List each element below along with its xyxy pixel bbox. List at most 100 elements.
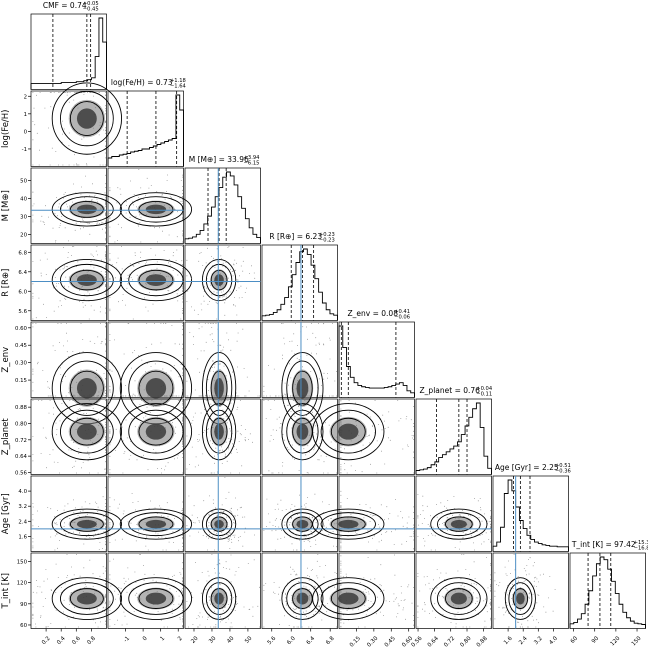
panel-t-int-k-vs-z-env — [312, 552, 415, 629]
contour-2 — [201, 403, 237, 461]
x-axis-cmf: 0.20.40.60.8CMF — [41, 628, 97, 646]
hist-title-minus: −6.15 — [244, 161, 260, 167]
contour-1 — [320, 582, 376, 615]
hist-steps — [338, 325, 415, 398]
density-peak — [296, 423, 309, 440]
density-peak — [214, 423, 224, 440]
hist-title-plus: +15.35 — [634, 540, 648, 546]
density-peak — [76, 108, 97, 129]
hist-title-minus: −0.23 — [319, 238, 335, 244]
y-axis-r-r: 5.66.06.46.8R [R⊕] — [1, 250, 31, 315]
hist-title-minus: −0.11 — [476, 392, 492, 398]
contour-1 — [436, 512, 481, 537]
contour-1 — [59, 409, 114, 454]
contour-1 — [128, 409, 184, 454]
y-axis-label: R [R⊕] — [1, 269, 11, 297]
x-tick-label: 0.80 — [459, 635, 472, 648]
panel-frame — [30, 244, 107, 321]
contour-1 — [205, 582, 233, 615]
panel-frame — [415, 475, 492, 552]
y-tick-label: 1 — [24, 112, 27, 118]
density-peak — [76, 519, 97, 529]
y-tick-label: 150 — [17, 559, 28, 565]
x-tick-label: 1.6 — [503, 635, 514, 646]
contour-0 — [69, 417, 104, 446]
contour-0 — [138, 516, 174, 532]
x-tick-label: 0.56 — [411, 635, 424, 648]
scatter-points — [32, 92, 106, 166]
x-tick-label: 0.64 — [427, 635, 440, 648]
contour-1 — [508, 582, 533, 615]
hist-frame — [338, 321, 415, 398]
contour-1 — [205, 409, 233, 454]
contour-2 — [119, 403, 193, 461]
y-tick-label: 6.8 — [18, 250, 27, 256]
contour-0 — [138, 417, 174, 446]
density-peak — [214, 592, 224, 605]
panel-t-int-k-vs-r-r — [261, 552, 338, 629]
hist-title: T_int [K] = 97.42 — [571, 540, 636, 549]
contour-2 — [119, 259, 193, 302]
y-tick-label: 6.0 — [18, 289, 27, 295]
hist-panel-z-env: Z_env = 0.08+0.41−0.06 — [338, 309, 415, 398]
contour-0 — [210, 370, 228, 406]
hist-title: Age [Gyr] = 2.25 — [495, 463, 559, 472]
hist-steps — [492, 479, 569, 552]
x-tick-label: 120 — [610, 635, 622, 647]
y-tick-label: 20 — [20, 233, 27, 239]
y-axis-z-planet: 0.560.640.720.800.88Z_planet — [1, 405, 31, 476]
panel-log-fe-h-vs-cmf — [30, 82, 123, 167]
contour-0 — [210, 269, 228, 291]
contour-0 — [138, 269, 174, 291]
contour-0 — [138, 370, 174, 406]
density-peak — [296, 519, 309, 529]
contour-1 — [320, 409, 376, 454]
y-tick-label: 0.30 — [15, 361, 28, 367]
hist-title-minus: −0.06 — [394, 315, 410, 321]
x-axis-r-r: 5.66.06.46.8R [R⊕] — [267, 628, 336, 646]
contour-2 — [430, 508, 488, 540]
contour-1 — [59, 360, 114, 416]
panel-z-planet-vs-cmf — [30, 398, 123, 475]
y-tick-label: 0.72 — [15, 438, 27, 444]
panel-r-r-vs-m-m — [184, 244, 261, 321]
y-tick-label: 60 — [20, 623, 27, 629]
hist-panel-cmf: CMF = 0.74+0.05−0.45 — [30, 1, 107, 90]
contour-0 — [330, 516, 366, 532]
hist-title: Z_planet = 0.76 — [420, 386, 481, 395]
y-axis-label: T_int [K] — [1, 573, 11, 609]
panel-t-int-k-vs-age-gyr — [492, 552, 569, 629]
contour-0 — [69, 516, 104, 532]
density-peak — [145, 204, 167, 215]
contour-1 — [59, 512, 114, 537]
hist-steps — [30, 17, 107, 90]
panel-frame — [107, 244, 184, 321]
hist-panel-age-gyr: Age [Gyr] = 2.25+0.51−0.36 — [492, 463, 571, 552]
hist-frame — [492, 475, 569, 552]
contour-1 — [286, 409, 319, 454]
hist-frame — [415, 398, 492, 475]
contour-0 — [69, 101, 104, 137]
contour-1 — [59, 263, 114, 297]
x-tick-label: -1 — [123, 635, 131, 643]
y-tick-label: 3.2 — [18, 504, 27, 510]
panel-age-gyr-vs-m-m — [184, 475, 261, 552]
x-tick-label: 6.4 — [306, 635, 317, 646]
x-tick-label: 4.0 — [548, 635, 559, 646]
panel-frame — [184, 552, 261, 629]
x-tick-label: 6.0 — [286, 635, 297, 646]
panel-z-env-vs-m-m — [184, 321, 261, 425]
density-peak — [214, 519, 224, 529]
contour-1 — [205, 512, 233, 537]
panel-frame — [184, 244, 261, 321]
x-tick-label: 40 — [226, 635, 236, 645]
contour-0 — [445, 588, 473, 609]
hist-title-plus: +1.18 — [170, 78, 186, 84]
contour-0 — [330, 417, 366, 446]
contour-2 — [51, 403, 123, 461]
y-axis-label: Z_planet — [1, 418, 11, 456]
panel-frame — [338, 475, 415, 552]
